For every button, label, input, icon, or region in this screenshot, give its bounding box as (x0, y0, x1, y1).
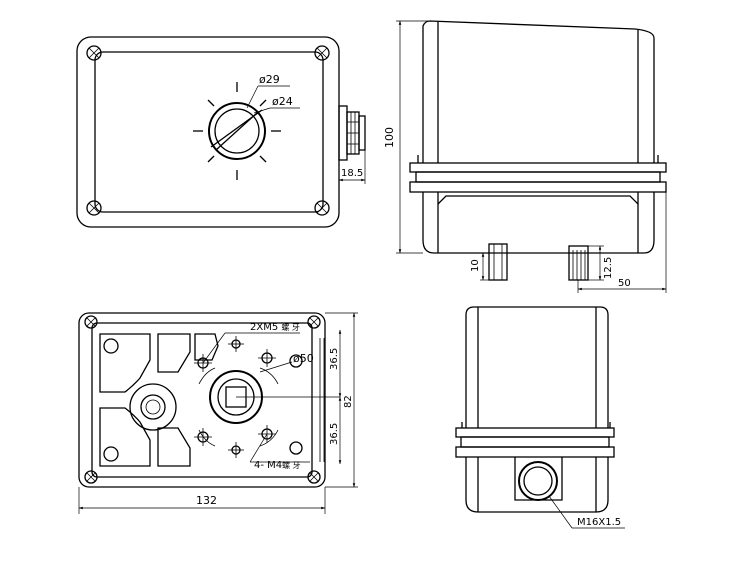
side-view: 100 10 12.5 50 (383, 20, 667, 293)
circle-diameter-label: ø50 (293, 352, 314, 365)
overall-height-label: 82 (343, 395, 354, 408)
corner-screw-icon (307, 315, 321, 329)
thread-callout-label: M16X1.5 (577, 517, 621, 528)
side-view-cover (422, 20, 655, 163)
corner-screw-icon (84, 315, 98, 329)
m4-screw-hole-icon (194, 428, 212, 446)
corner-screw-icon (86, 200, 102, 216)
dial-inner-diameter-label: ø24 (272, 95, 293, 108)
bottom-view-base-inner (91, 322, 313, 478)
height-label: 100 (383, 127, 396, 148)
position-dial: ø29 ø24 (193, 73, 300, 180)
m4-screw-hole-icon (228, 336, 244, 352)
overall-width-label: 132 (196, 494, 217, 507)
corner-screw-icon (307, 470, 321, 484)
corner-screw-icon (314, 45, 330, 61)
cable-port-icon (518, 461, 558, 501)
dial-outer-diameter-label: ø29 (259, 73, 280, 86)
top-view: ø29 ø24 18.5 (76, 36, 366, 228)
bottom-view: 2XM5 螺 牙 ø50 4- M4螺 牙 36.5 36.5 82 132 (78, 312, 358, 514)
shaft-height-label: 10 (470, 259, 481, 272)
top-view-housing-outer (76, 36, 340, 228)
bottom-view-base-outer (78, 312, 326, 488)
base-center-boss (129, 383, 177, 431)
shaft-offset-label: 50 (618, 278, 631, 289)
front-view-body (465, 457, 609, 513)
side-view-body (422, 192, 655, 254)
screw-note-top-label: 2XM5 螺 牙 (250, 322, 300, 333)
front-view: M16X1.5 (455, 306, 625, 529)
front-view-cover (465, 306, 609, 428)
output-shaft (488, 243, 508, 281)
m5-screw-hole-icon (258, 349, 276, 367)
position-boss (568, 245, 589, 281)
corner-screw-icon (314, 200, 330, 216)
m4-screw-hole-icon (228, 442, 244, 458)
top-view-housing-inner (94, 51, 324, 213)
corner-screw-icon (86, 45, 102, 61)
screw-note-bottom-label: 4- M4螺 牙 (254, 460, 301, 471)
cable-gland (338, 105, 366, 161)
gland-offset-label: 18.5 (341, 168, 363, 179)
corner-screw-icon (84, 470, 98, 484)
half-span-lower-label: 36.5 (329, 423, 340, 445)
half-span-upper-label: 36.5 (329, 348, 340, 370)
boss-height-label: 12.5 (603, 257, 614, 279)
